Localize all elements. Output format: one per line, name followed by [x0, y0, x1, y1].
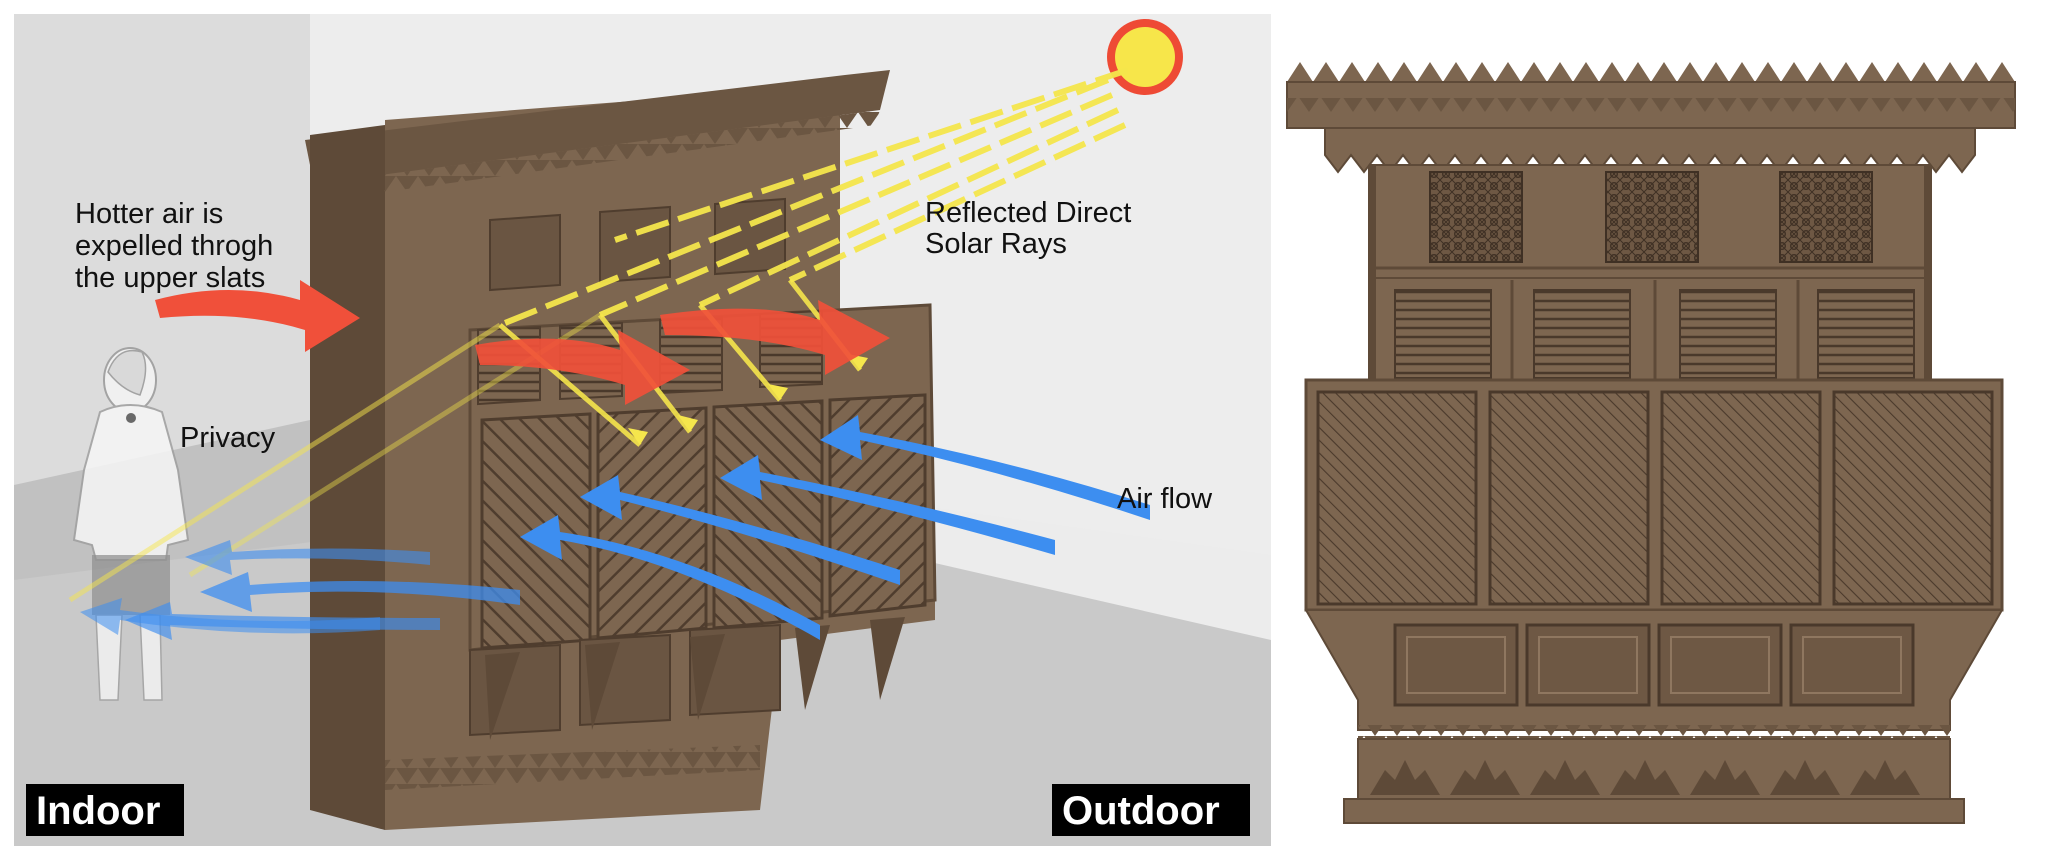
left-panel-scene: Hotter air is expelled throgh the upper … [14, 14, 1271, 846]
hot-air-label-line1: Hotter air is [75, 198, 223, 230]
lattice-window [1779, 171, 1873, 263]
lower-recessed-panels [1393, 623, 1915, 707]
solar-rays [498, 67, 1129, 328]
crown-zigzag [1287, 62, 2015, 82]
indoor-wall [14, 14, 310, 485]
base-slab [1343, 798, 1965, 824]
annotation-labels: Hotter air is expelled throgh the upper … [75, 197, 1213, 515]
hot-air-arrow-icon [155, 280, 890, 405]
cornice-side [310, 125, 385, 190]
lattice-window [1429, 171, 1523, 263]
crown-band-teeth [1287, 98, 2015, 112]
privacy-label: Privacy [180, 422, 276, 454]
reflected-label-line1: Reflected Direct [925, 197, 1131, 229]
indoor-badge: Indoor [26, 784, 184, 836]
cornice [305, 70, 890, 175]
lattice-panel [596, 406, 708, 640]
lower-teeth [1358, 725, 1950, 739]
air-flow-label: Air flow [1117, 483, 1213, 515]
reflected-arrowheads [628, 354, 868, 445]
air-flow-arrow-icon [80, 415, 1150, 640]
lattice-window [1605, 171, 1699, 263]
balcony-lattice-panels [1316, 390, 1994, 606]
plinth-ornament [1370, 760, 1920, 795]
lower-panel-insets [1406, 636, 1902, 694]
hot-air-label-line3: the upper slats [75, 262, 265, 294]
base-teeth [385, 745, 760, 790]
cornice-teeth [380, 110, 880, 192]
outdoor-label: Outdoor [1062, 789, 1220, 833]
outdoor-badge: Outdoor [1052, 784, 1250, 836]
slat-windows [1394, 280, 1915, 380]
brackets [485, 617, 905, 740]
hot-air-label-line2: expelled throgh [75, 230, 273, 262]
upper-body-pilaster [1368, 165, 1376, 380]
upper-body-pilaster [1924, 165, 1932, 380]
lattice-panel [712, 399, 824, 630]
right-panel-elevation [1286, 62, 2016, 824]
side-face [310, 130, 385, 830]
sun-icon [1107, 19, 1183, 95]
indoor-label: Indoor [36, 789, 160, 833]
reflected-label-line2: Solar Rays [925, 228, 1067, 260]
